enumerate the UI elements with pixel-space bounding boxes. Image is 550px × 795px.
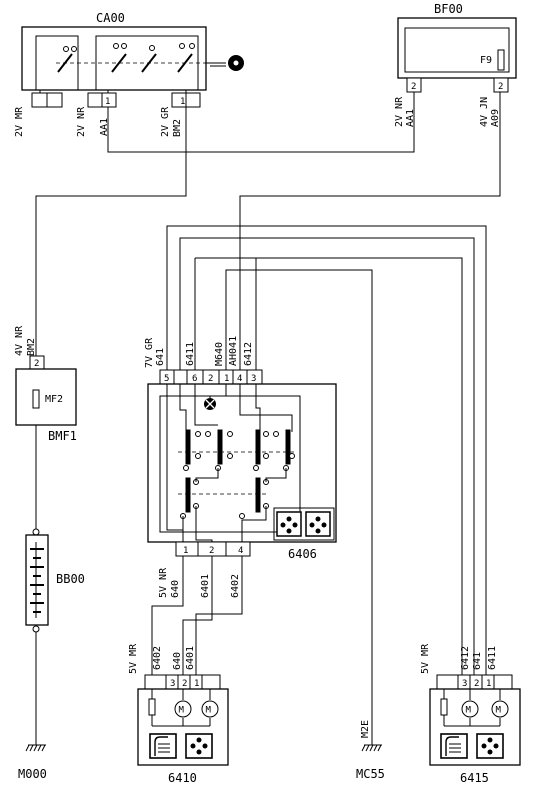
heater-6410: 5V MR 6402 640 6401 3 2 1 M M [128, 643, 229, 785]
seat-heater-icon [476, 733, 504, 759]
fuse-f9-icon [497, 49, 505, 71]
battery-bb00: BB00 [25, 528, 85, 633]
sw-top-wire-ah041: AH041 [228, 336, 239, 366]
bmf1-color: 4V NR [14, 325, 25, 356]
bf00-label: BF00 [434, 2, 463, 16]
h6410-wire-640: 640 [172, 652, 183, 670]
ground-m000-label: M000 [18, 767, 47, 781]
h6410-wire-6402: 6402 [152, 646, 163, 670]
bf00-pin-left: 2 [411, 82, 416, 92]
h6415-color: 5V MR [420, 643, 431, 674]
ca00-label: CA00 [96, 11, 125, 25]
wiring [35, 92, 501, 745]
sw-pin-2: 2 [208, 374, 213, 384]
seat-heater-icon [440, 733, 468, 759]
sw-top-color: 7V GR [144, 337, 155, 368]
battery-icon [30, 542, 44, 618]
motor-label: M [496, 706, 502, 716]
ground-mc55-label: MC55 [356, 767, 385, 781]
sw-pin-5: 5 [164, 374, 169, 384]
bf00-fuse-label: F9 [480, 55, 492, 66]
h6410-pin-1: 1 [194, 679, 199, 689]
sw-top-wire-641: 641 [155, 348, 166, 366]
switch-contacts [180, 429, 295, 519]
sw-pin-6: 6 [192, 374, 197, 384]
fuse-box-bf00: BF00 F9 2 2 2V NR AA1 4V JN A09 [394, 2, 517, 127]
maxi-fuse-bmf1: 4V NR BM2 2 MF2 BMF1 [14, 325, 77, 443]
h6415-label: 6415 [460, 771, 489, 785]
sw-label: 6406 [288, 547, 317, 561]
bf00-left-color: 2V NR [394, 96, 405, 127]
sw-top-wire-m640: M640 [214, 342, 225, 366]
motor-icon: M [491, 700, 509, 718]
sw-pin-1: 1 [224, 374, 229, 384]
sw-bottom-wire-6401: 6401 [200, 574, 211, 598]
bb00-label: BB00 [56, 572, 85, 586]
sw-bottom-color: 5V NR [158, 567, 169, 598]
sw-top-wire-6412: 6412 [243, 342, 254, 366]
h6410-color: 5V MR [128, 643, 139, 674]
ca00-conn3-wire: BM2 [172, 119, 183, 137]
ground-icon [361, 744, 382, 752]
sw-bottom-pin-2: 2 [209, 546, 214, 556]
ground-mc55: M2E MC55 [356, 720, 385, 781]
fuse-mf2-icon [32, 389, 40, 409]
motor-icon: M [461, 700, 479, 718]
motor-icon: M [174, 700, 192, 718]
ca00-pin-2: 1 [105, 97, 110, 107]
seat-heater-icon [149, 733, 177, 759]
bmf1-label: BMF1 [48, 429, 77, 443]
h6410-wire-6401: 6401 [185, 646, 196, 670]
motor-label: M [466, 706, 472, 716]
ca00-conn2-color: 2V NR [76, 106, 87, 137]
sw-pin-4: 4 [237, 374, 242, 384]
switch-contacts [57, 43, 195, 73]
h6415-pin-3: 3 [462, 679, 467, 689]
ground-mc55-wire: M2E [360, 720, 371, 738]
ignition-switch-ca00: CA00 1 [14, 11, 244, 137]
h6415-wire-6412: 6412 [460, 646, 471, 670]
bmf1-wire: BM2 [26, 338, 37, 356]
motor-label: M [179, 706, 185, 716]
control-switch-6406: 7V GR 641 6411 M640 AH041 6412 5 6 2 1 4… [144, 336, 337, 598]
motor-label: M [206, 706, 212, 716]
sw-bottom-wire-640: 640 [170, 580, 181, 598]
bf00-right-color: 4V JN [479, 97, 490, 127]
h6415-pin-2: 2 [474, 679, 479, 689]
lamp-icon [204, 398, 216, 410]
ground-m000: M000 [18, 744, 47, 781]
motor-icon: M [201, 700, 219, 718]
sw-bottom-wire-6402: 6402 [230, 574, 241, 598]
ca00-conn3-color: 2V GR [160, 106, 171, 137]
sw-bottom-pin-1: 1 [183, 546, 188, 556]
seat-heater-icon [276, 511, 302, 537]
bf00-right-wire: A09 [490, 109, 501, 127]
h6410-pin-3: 3 [170, 679, 175, 689]
bf00-left-wire: AA1 [405, 109, 416, 127]
seat-heater-icon [305, 511, 331, 537]
h6410-label: 6410 [168, 771, 197, 785]
key-icon [205, 55, 244, 71]
ca00-conn2-wire: AA1 [99, 118, 110, 136]
ca00-pin-3: 1 [180, 97, 185, 107]
ground-icon [25, 744, 46, 752]
h6415-pin-1: 1 [486, 679, 491, 689]
sw-pin-3: 3 [251, 374, 256, 384]
seat-heater-icon [185, 733, 213, 759]
sw-top-wire-6411: 6411 [185, 342, 196, 366]
sw-bottom-pin-4: 4 [238, 546, 243, 556]
h6410-pin-2: 2 [182, 679, 187, 689]
h6415-wire-641: 641 [472, 652, 483, 670]
bmf1-pin: 2 [34, 359, 39, 369]
h6415-wire-6411: 6411 [487, 646, 498, 670]
heater-6415: 5V MR 6412 641 6411 3 2 1 M M [420, 643, 521, 785]
bmf1-fuse-label: MF2 [45, 394, 63, 405]
bf00-pin-right: 2 [498, 82, 503, 92]
ca00-conn1-color: 2V MR [14, 106, 25, 137]
